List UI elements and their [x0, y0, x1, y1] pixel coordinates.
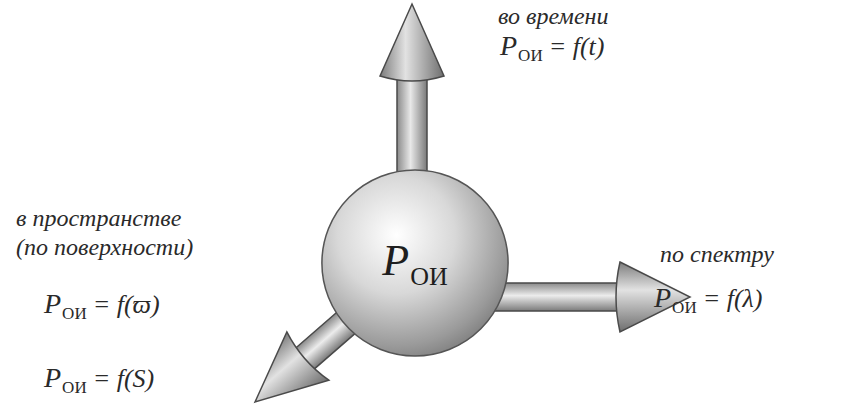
label-group: PОИ = f(λ) [654, 282, 763, 318]
formula-function: = f(ϖ) [93, 290, 160, 319]
formula-function: = f(S) [93, 364, 155, 393]
formula-subscript: ОИ [518, 46, 543, 65]
sphere-node: PОИ [320, 168, 510, 358]
label-group: в пространстве (по поверхности) [16, 204, 206, 263]
formula-function: = f(t) [549, 32, 605, 61]
formula-subscript: ОИ [62, 304, 87, 323]
label-group: PОИ = f(S) [44, 362, 154, 398]
symbol-letter: P [382, 236, 409, 285]
sphere-symbol: PОИ [382, 235, 447, 292]
axis-caption: в пространстве (по поверхности) [16, 204, 206, 263]
axis-caption: во времени [498, 2, 608, 31]
arrow-right [488, 262, 690, 332]
formula-subscript: ОИ [672, 298, 697, 317]
label-group: PОИ = f(ϖ) [44, 288, 160, 324]
sphere-label: PОИ [320, 168, 510, 358]
formula-subscript: ОИ [62, 378, 87, 397]
formula-symbol: P [44, 362, 61, 393]
formula-function: = f(λ) [703, 284, 763, 313]
label-group: PОИ = f(t) [500, 30, 604, 66]
label-group: по спектру [660, 240, 774, 269]
formula-symbol: P [654, 282, 671, 313]
axis-caption: по спектру [660, 240, 774, 269]
formula-symbol: P [44, 288, 61, 319]
label-group: во времени [498, 2, 608, 31]
formula-symbol: P [500, 30, 517, 61]
symbol-subscript: ОИ [410, 262, 448, 291]
arrow-up [380, 4, 444, 176]
